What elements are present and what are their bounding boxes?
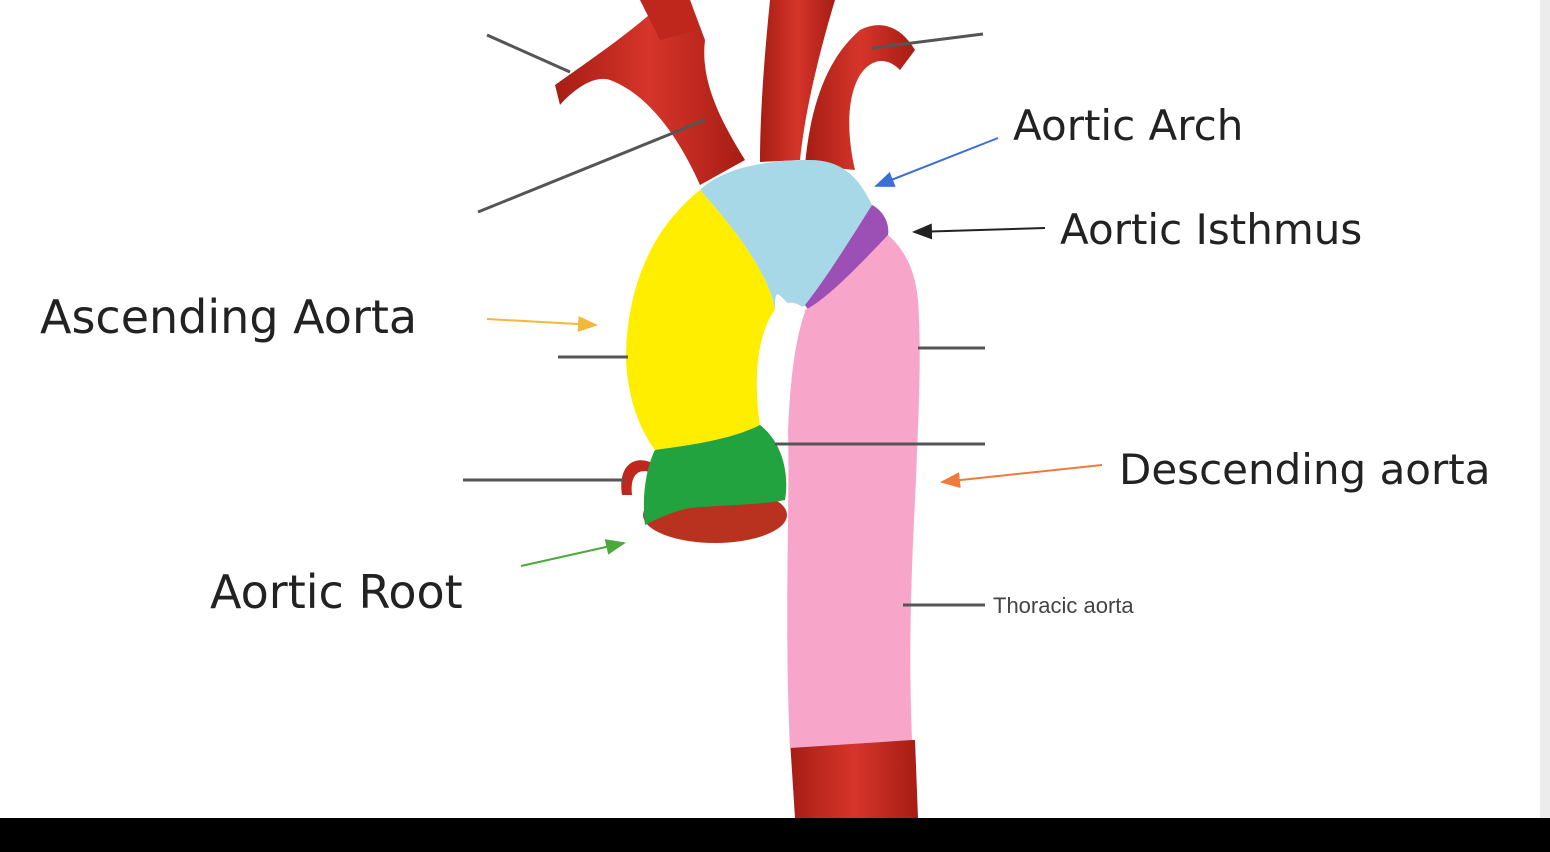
leader-line-left-subclavian [871,32,984,50]
right-edge-strip [1540,0,1550,852]
arrow-aortic-root [520,539,626,567]
descending-aorta-lower-segment [790,740,918,818]
leader-line-right-subclavian [486,33,571,74]
left-subclavian-artery [805,25,915,171]
coronary-artery [621,460,650,495]
aortic-isthmus-region [805,205,889,320]
arrow-ascending-aorta [486,316,598,332]
leader-lines [463,32,985,607]
arrow-aortic-arch [874,137,999,187]
brachiocephalic-trunk [555,0,745,185]
left-common-carotid-artery [760,0,835,162]
label-aortic-root: Aortic Root [210,565,463,619]
aortic-root-region [643,425,787,525]
arch-inner-curve [756,302,805,430]
label-ascending-aorta: Ascending Aorta [40,290,417,344]
arrow-descending-aorta [940,464,1103,489]
bottom-black-bar [0,818,1550,852]
label-descending-aorta: Descending aorta [1119,445,1490,494]
leader-line-brachiocephalic [477,118,706,214]
ascending-aorta-region [626,190,775,450]
label-aortic-isthmus: Aortic Isthmus [1060,205,1362,254]
arrow-aortic-isthmus [912,223,1046,240]
label-aortic-arch: Aortic Arch [1013,101,1243,150]
descending-aorta-region [787,235,920,748]
label-thoracic-aorta: Thoracic aorta [993,593,1134,618]
